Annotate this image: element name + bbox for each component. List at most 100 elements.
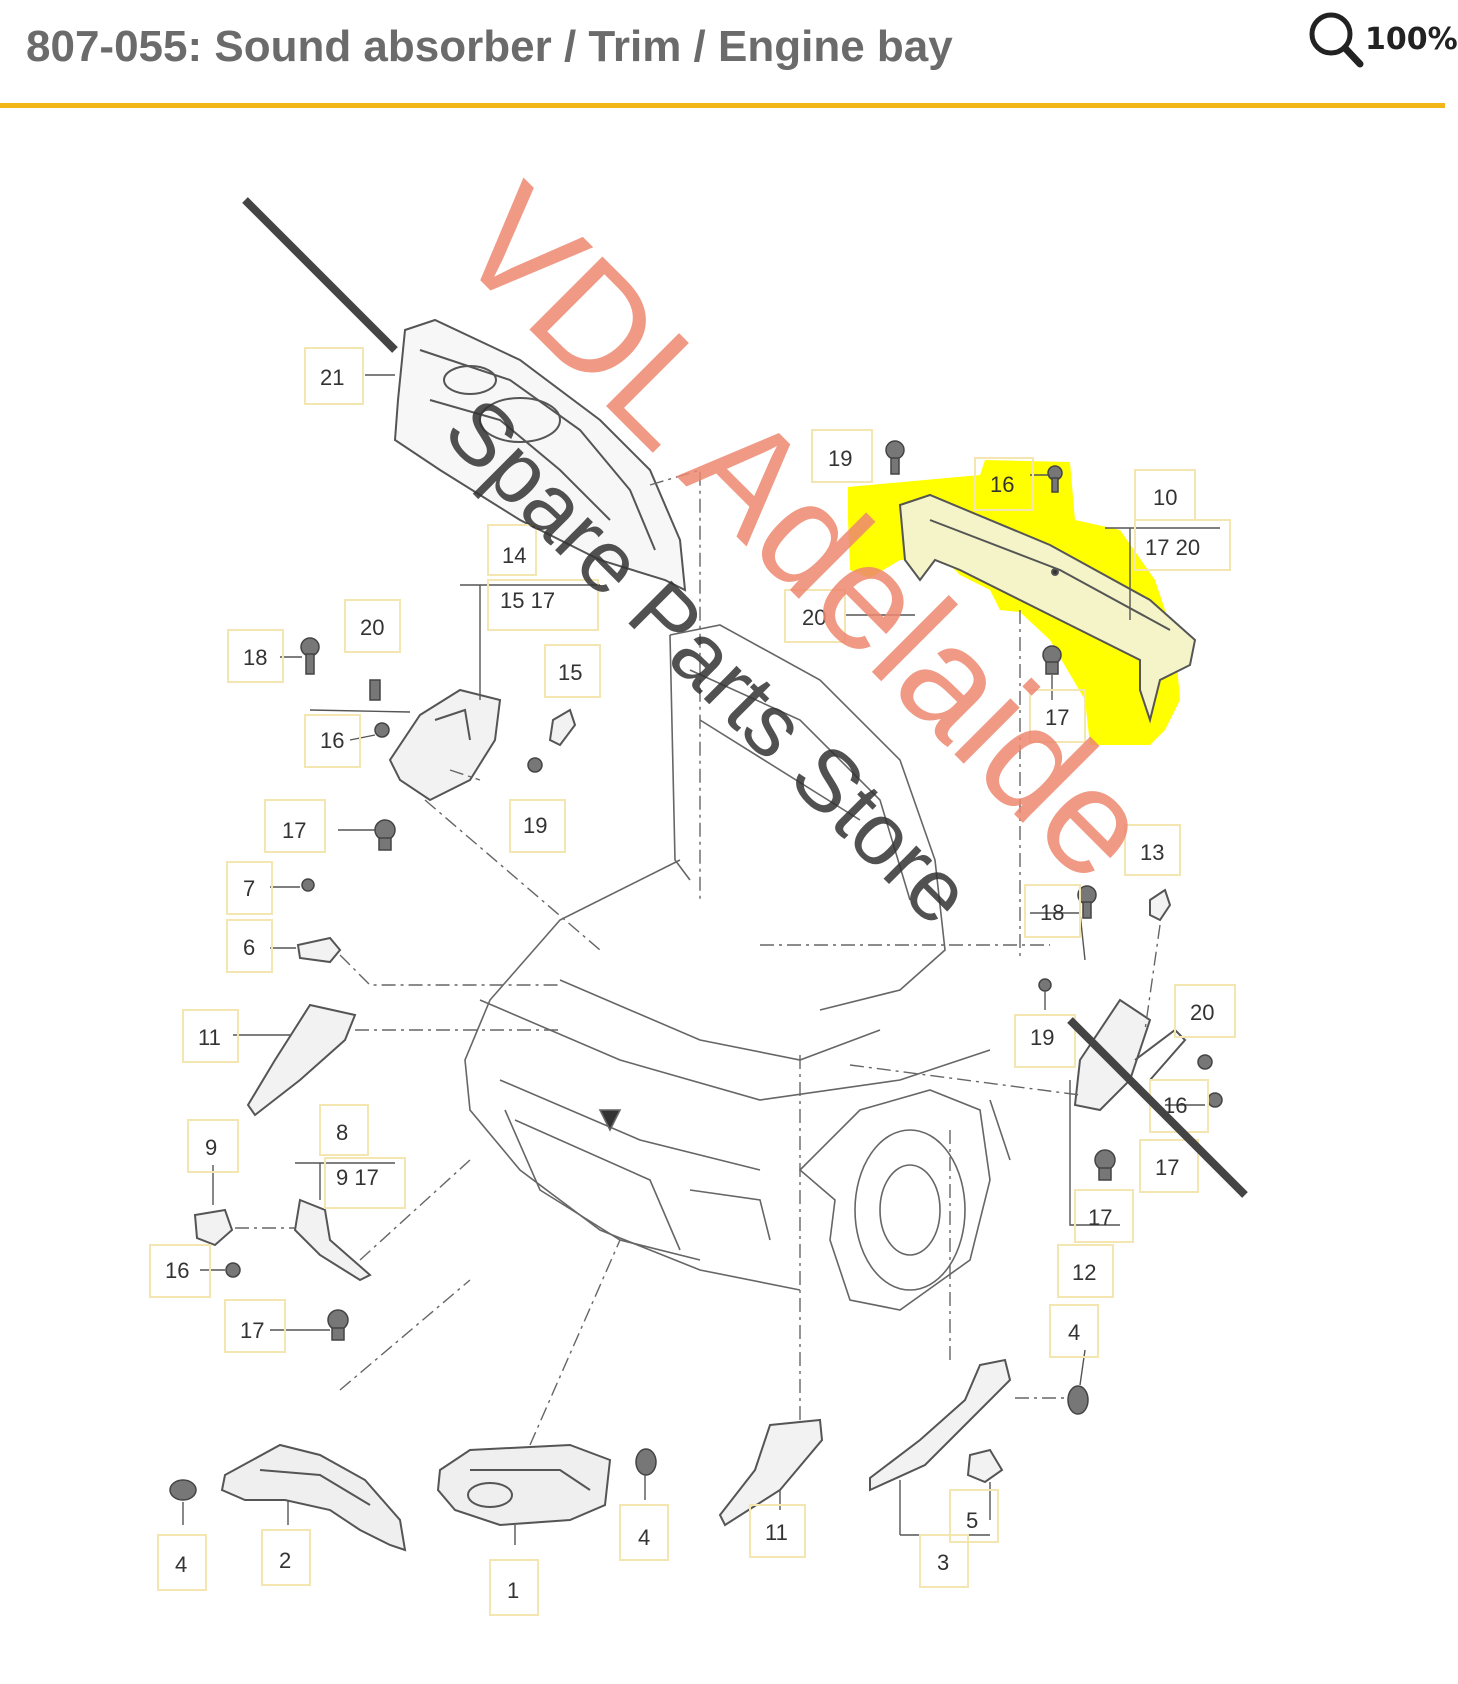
leader-lines — [182, 374, 1220, 1545]
svg-text:18: 18 — [243, 645, 267, 670]
callout-8: 8 — [319, 1104, 369, 1156]
part-3-trim — [869, 1358, 1012, 1492]
vehicle-body — [464, 624, 1011, 1311]
part-21-hood-insulation — [393, 318, 687, 592]
part-2-absorber — [220, 1443, 407, 1552]
svg-text:4: 4 — [175, 1552, 187, 1577]
svg-text:16: 16 — [320, 728, 344, 753]
callout-18-left: 18 — [227, 629, 284, 683]
callout-16-left: 16 — [304, 714, 361, 768]
callout-20-left: 20 — [344, 599, 401, 653]
svg-text:10: 10 — [1153, 485, 1177, 510]
part-11-left-trim — [246, 1003, 357, 1117]
assembly-lines — [235, 469, 1161, 1446]
exploded-view: 21 14 15 17 20 18 15 16 19 17 7 6 11 8 9… — [149, 154, 1248, 1616]
svg-text:4: 4 — [1068, 1320, 1080, 1345]
callout-4-left: 4 — [157, 1534, 207, 1591]
callout-9: 9 — [187, 1119, 239, 1173]
magnifier-icon — [1309, 12, 1364, 68]
zoom-level: 100% — [1365, 22, 1458, 57]
svg-text:20: 20 — [1190, 1000, 1214, 1025]
callout-16-left2: 16 — [149, 1244, 211, 1298]
svg-text:7: 7 — [243, 876, 255, 901]
callout-16-top: 16 — [974, 457, 1034, 511]
part-8-trim — [193, 1198, 372, 1282]
svg-text:5: 5 — [966, 1508, 978, 1533]
page-title: 807-055: Sound absorber / Trim / Engine … — [26, 22, 953, 71]
callouts: 21 14 15 17 20 18 15 16 19 17 7 6 11 8 9… — [149, 347, 1236, 1616]
callout-4-right: 4 — [1049, 1304, 1099, 1358]
svg-text:1: 1 — [507, 1578, 519, 1603]
svg-text:4: 4 — [638, 1525, 650, 1550]
part-1-absorber — [436, 1443, 612, 1527]
callout-14: 14 — [487, 524, 537, 576]
svg-text:13: 13 — [1140, 840, 1164, 865]
svg-text:15 17: 15 17 — [500, 588, 555, 613]
zoom-control[interactable]: 100% — [1305, 8, 1458, 68]
header: 807-055: Sound absorber / Trim / Engine … — [0, 0, 1458, 110]
callout-2: 2 — [261, 1529, 311, 1586]
part-6-clip — [296, 936, 342, 964]
callout-8-sub: 9 17 — [324, 1157, 406, 1209]
svg-text:16: 16 — [990, 472, 1014, 497]
callout-7: 7 — [226, 861, 273, 915]
svg-text:14: 14 — [502, 543, 526, 568]
svg-text:21: 21 — [320, 365, 344, 390]
callout-1: 1 — [489, 1559, 539, 1616]
header-rule — [0, 103, 1445, 108]
svg-text:17: 17 — [1088, 1205, 1112, 1230]
svg-text:18: 18 — [1040, 900, 1064, 925]
callout-17-right: 17 — [1139, 1139, 1199, 1193]
part-15-clip — [548, 708, 577, 747]
svg-text:17: 17 — [1045, 705, 1069, 730]
callout-11-left: 11 — [182, 1009, 239, 1063]
part-5-clip — [966, 1448, 1004, 1484]
svg-text:9: 9 — [205, 1135, 217, 1160]
svg-text:17: 17 — [240, 1318, 264, 1343]
callout-19-right: 19 — [1014, 1014, 1076, 1068]
fasteners — [169, 440, 1223, 1501]
callout-14-sub: 15 17 — [487, 579, 599, 631]
svg-text:11: 11 — [765, 1520, 788, 1545]
svg-text:17: 17 — [282, 818, 306, 843]
callout-6: 6 — [226, 919, 273, 973]
callout-15: 15 — [544, 644, 601, 698]
callout-19-top: 19 — [811, 429, 873, 483]
callout-12: 12 — [1057, 1244, 1114, 1298]
callout-10: 10 — [1134, 469, 1196, 521]
part-11-bottom-trim — [718, 1418, 824, 1527]
svg-text:19: 19 — [523, 813, 547, 838]
svg-text:16: 16 — [165, 1258, 189, 1283]
svg-text:17: 17 — [1155, 1155, 1179, 1180]
svg-text:12: 12 — [1072, 1260, 1096, 1285]
part-12-bracket — [1073, 888, 1187, 1112]
callout-17-top: 17 — [1029, 689, 1086, 743]
svg-text:19: 19 — [1030, 1025, 1054, 1050]
svg-text:20: 20 — [802, 605, 826, 630]
callout-20-right: 20 — [1174, 984, 1236, 1038]
callout-19-left: 19 — [509, 799, 566, 853]
svg-text:15: 15 — [558, 660, 582, 685]
svg-text:20: 20 — [360, 615, 384, 640]
callout-17-left2: 17 — [224, 1299, 286, 1353]
svg-text:11: 11 — [198, 1025, 221, 1050]
svg-text:2: 2 — [279, 1548, 291, 1573]
callout-21: 21 — [304, 347, 364, 405]
callout-10-sub: 17 20 — [1134, 519, 1231, 571]
callout-3: 3 — [919, 1534, 969, 1588]
callout-17-right2: 17 — [1074, 1189, 1134, 1243]
callout-13: 13 — [1124, 824, 1181, 876]
callout-4-middle: 4 — [619, 1504, 669, 1561]
callout-20-top: 20 — [784, 589, 846, 643]
svg-text:19: 19 — [828, 446, 852, 471]
callout-18-right: 18 — [1024, 884, 1081, 938]
svg-text:17 20: 17 20 — [1145, 535, 1200, 560]
callout-17-left: 17 — [264, 799, 326, 853]
callout-11-bottom: 11 — [749, 1504, 806, 1558]
callout-5: 5 — [949, 1489, 999, 1543]
svg-text:3: 3 — [937, 1550, 949, 1575]
part-14-bracket — [388, 688, 502, 802]
svg-text:6: 6 — [243, 935, 255, 960]
svg-text:8: 8 — [336, 1120, 348, 1145]
part-10-trim — [898, 493, 1197, 724]
